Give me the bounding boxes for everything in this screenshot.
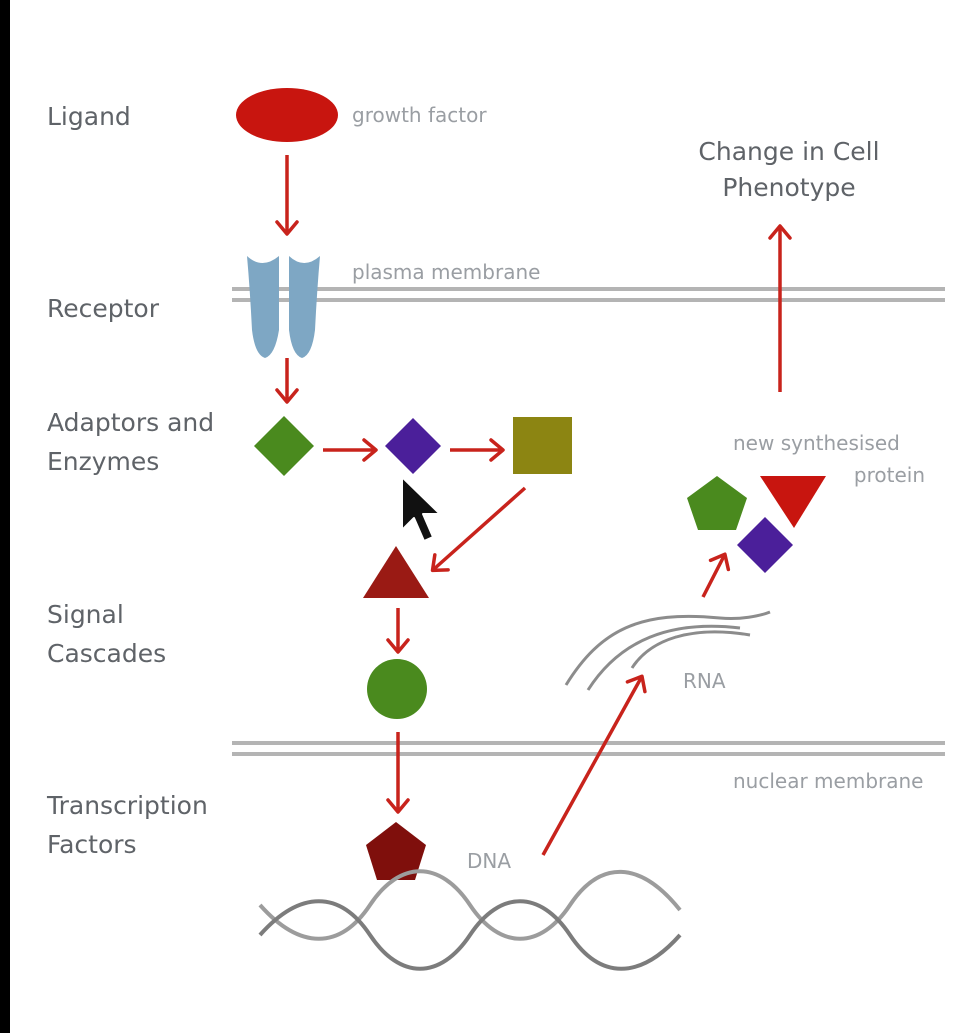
maroon-pentagon [366, 822, 426, 880]
new-protein-label-line2: protein [854, 463, 925, 487]
green-diamond [254, 416, 314, 476]
label-signal-line1: Signal [47, 600, 124, 629]
new-protein-label-line1: new synthesised [733, 431, 900, 455]
protein-red-triangle [760, 476, 826, 528]
label-ligand: Ligand [47, 102, 131, 131]
receptor-shape [247, 256, 320, 358]
purple-diamond [385, 418, 441, 474]
label-tf-line1: Transcription [46, 791, 208, 820]
label-adaptors-line2: Enzymes [47, 447, 159, 476]
dark-red-triangle [363, 546, 429, 598]
dna-helix [258, 869, 682, 971]
diagram-background [10, 0, 968, 1033]
label-adaptors-line1: Adaptors and [47, 408, 214, 437]
green-circle [367, 659, 427, 719]
label-signal-line2: Cascades [47, 639, 166, 668]
rna-label: RNA [683, 669, 726, 693]
plasma-membrane [232, 287, 945, 302]
nuclear-membrane-label: nuclear membrane [733, 769, 923, 793]
protein-purple-diamond [737, 517, 793, 573]
dna-label: DNA [467, 849, 511, 873]
plasma-membrane-label: plasma membrane [352, 260, 540, 284]
phenotype-label-line1: Change in Cell [698, 137, 879, 166]
rna-strands [564, 610, 771, 691]
arrow-olive-triangle [430, 486, 527, 573]
nuclear-membrane [232, 741, 945, 756]
arrow-rna-protein [701, 552, 731, 598]
mouse-pointer-icon [401, 476, 441, 542]
phenotype-label-line2: Phenotype [722, 173, 855, 202]
olive-square [513, 417, 572, 474]
label-tf-line2: Factors [47, 830, 137, 859]
label-receptor: Receptor [47, 294, 160, 323]
protein-green-pentagon [687, 476, 747, 530]
arrow-dna-rna [541, 674, 647, 856]
growth-factor-label: growth factor [352, 103, 487, 127]
ligand-ellipse [236, 88, 338, 142]
